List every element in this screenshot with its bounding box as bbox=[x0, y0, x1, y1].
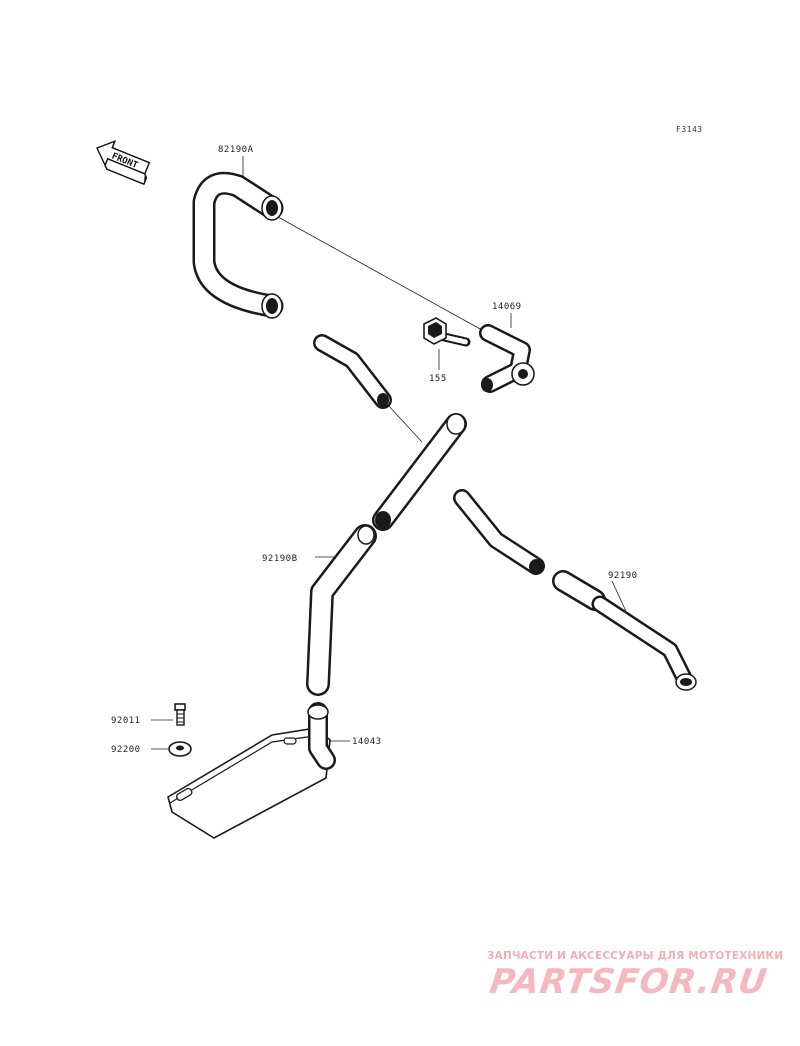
tube-straight-middle bbox=[372, 413, 467, 531]
label-92011: 92011 bbox=[111, 716, 141, 726]
leader-lines bbox=[151, 156, 631, 750]
reference-code: F3143 bbox=[676, 125, 703, 134]
watermark-tagline: ЗАПЧАСТИ И АКСЕССУАРЫ ДЛЯ МОТОТЕХНИКИ bbox=[487, 950, 784, 962]
hose-92190 bbox=[552, 570, 697, 691]
front-arrow-icon: FRONT bbox=[96, 139, 151, 186]
label-155: 155 bbox=[429, 374, 447, 384]
washer-92200 bbox=[168, 741, 192, 757]
elbow-fitting-14069 bbox=[479, 324, 535, 393]
label-92190b: 92190B bbox=[262, 554, 298, 564]
label-92190: 92190 bbox=[608, 571, 638, 581]
hose-82190a bbox=[192, 171, 284, 319]
bracket-plate-14043 bbox=[167, 702, 336, 839]
watermark-logo: PARTSFOR.RU bbox=[487, 962, 770, 1002]
label-82190a: 82190A bbox=[218, 145, 254, 155]
bolt-fitting-155 bbox=[423, 317, 471, 347]
label-14043: 14043 bbox=[352, 737, 382, 747]
hose-92190b bbox=[306, 524, 377, 696]
label-92200: 92200 bbox=[111, 745, 141, 755]
screw-92011 bbox=[174, 703, 186, 726]
hose-upper-middle bbox=[313, 334, 392, 409]
label-14069: 14069 bbox=[492, 302, 522, 312]
hose-right-branch bbox=[453, 489, 545, 575]
